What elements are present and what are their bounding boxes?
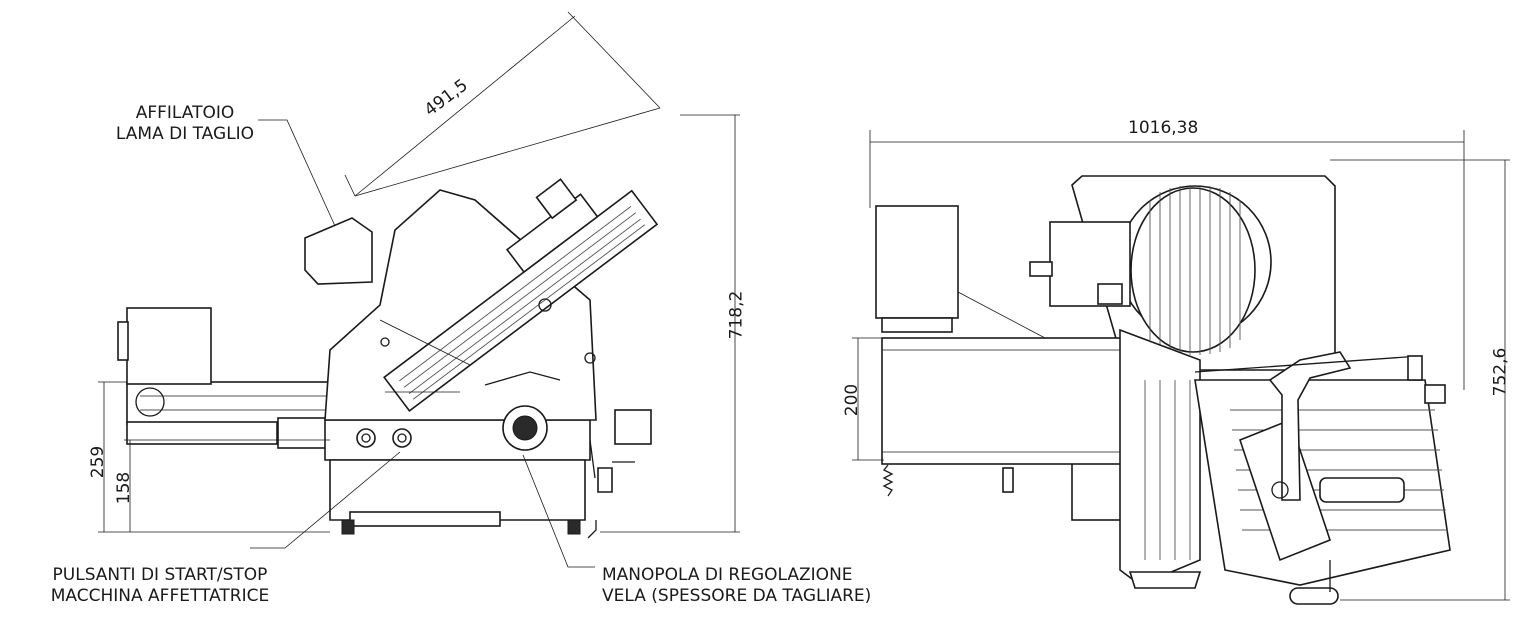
front-view bbox=[875, 175, 1451, 605]
side-view bbox=[117, 178, 659, 539]
knob-label-line1: MANOPOLA DI REGOLAZIONE bbox=[602, 565, 853, 585]
front-dimensions bbox=[852, 130, 1510, 601]
dim-belt-height: 200 bbox=[842, 383, 863, 417]
dim-side-height: 718,2 bbox=[726, 290, 747, 340]
dim-foot-height: 158 bbox=[114, 471, 135, 505]
dim-front-height: 752,6 bbox=[1490, 347, 1511, 397]
buttons-label-line1: PULSANTI DI START/STOP bbox=[52, 565, 268, 585]
side-motor-box bbox=[126, 307, 212, 385]
side-stop-button bbox=[392, 428, 412, 448]
knob-label-line2: VELA (SPESSORE DA TAGLIARE) bbox=[602, 586, 872, 606]
front-feed-belt bbox=[881, 337, 1123, 465]
side-dimensions bbox=[98, 11, 740, 568]
sharpener-label-line2: LAMA DI TAGLIO bbox=[115, 124, 255, 144]
sharpener-label: AFFILATOIO LAMA DI TAGLIO bbox=[80, 103, 290, 145]
side-sharpener bbox=[304, 217, 373, 285]
dim-total-width: 1016,38 bbox=[1128, 118, 1199, 138]
front-blade bbox=[1130, 187, 1256, 353]
buttons-label-line2: MACCHINA AFFETTATRICE bbox=[50, 586, 270, 606]
front-motor-box bbox=[875, 205, 959, 319]
front-handle bbox=[1319, 477, 1405, 503]
buttons-label: PULSANTI DI START/STOP MACCHINA AFFETTAT… bbox=[30, 565, 290, 607]
sharpener-label-line1: AFFILATOIO bbox=[135, 103, 235, 123]
dim-base-height: 259 bbox=[88, 445, 109, 479]
knob-label: MANOPOLA DI REGOLAZIONE VELA (SPESSORE D… bbox=[602, 565, 902, 607]
side-start-button bbox=[356, 428, 376, 448]
